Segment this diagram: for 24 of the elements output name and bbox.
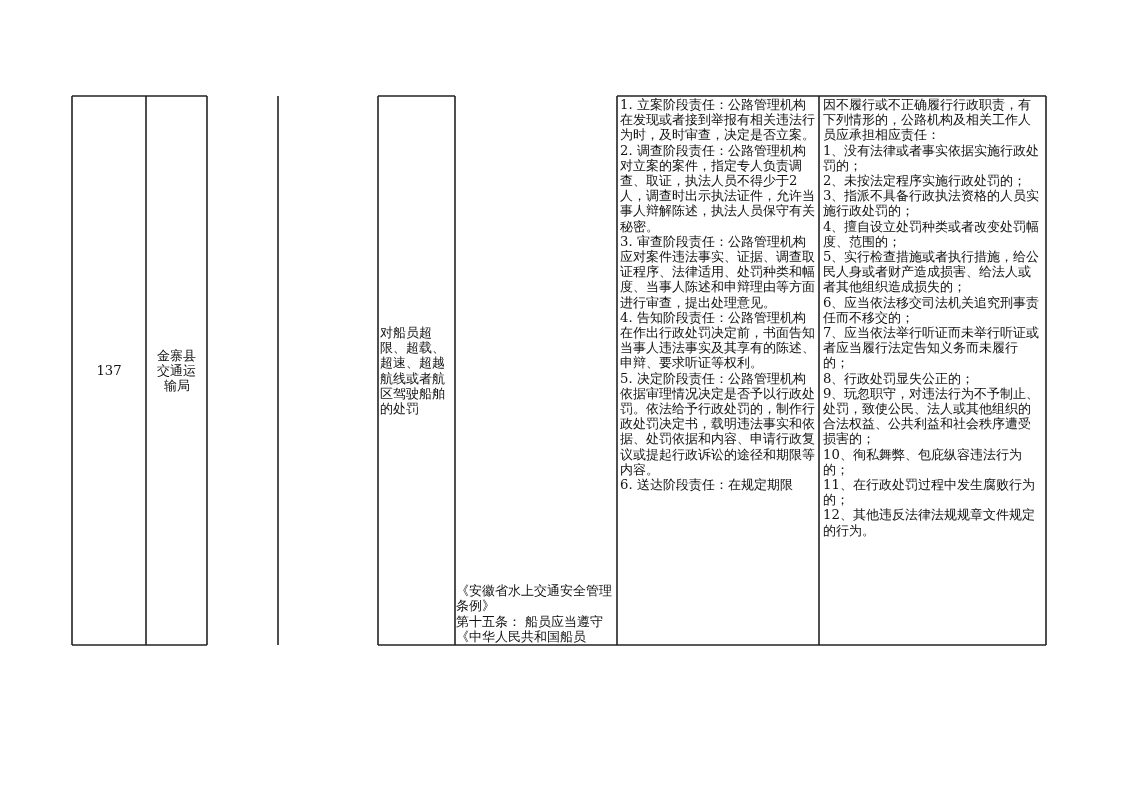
accountability-text: 8、行政处罚显失公正的； (823, 370, 976, 386)
accountability-text: 11、在行政处罚过程中发生腐败行为的； (823, 477, 1036, 508)
accountability-text: 因不履行或不正确履行行政职责，有下列情形的，公路机构及相关工作人员应承担相应责任： (823, 97, 1032, 143)
responsibility-text: 6. 送达阶段责任：在规定期限 (620, 477, 794, 493)
accountability-text: 2、未按法定程序实施行政处罚的； (823, 173, 1028, 189)
department-name: 金寨县交通运输局 (156, 347, 197, 394)
responsibility-text: 4. 告知阶段责任：公路管理机构在作出行政处罚决定前，书面告知当事人违法事实及其享有的陈述、申辩、要求听证等权利。 (620, 309, 816, 371)
responsibility-text: 3. 审查阶段责任：公路管理机构应对案件违法事实、证据、调查取证程序、法律适用、处罚种类和幅度、当事人陈述和申辩理由等方面进行审查，提出处理意见。 (620, 233, 816, 310)
accountability-text: 7、应当依法举行听证而未举行听证或者应当履行法定告知义务而未履行的； (823, 325, 1041, 371)
item-name: 对船员超限、超载、超速、超越航线或者航区驾驶船舶的处罚 (380, 324, 446, 417)
legal-basis-text: 《安徽省水上交通安全管理条例》 (456, 583, 613, 614)
responsibility-text: 1. 立案阶段责任：公路管理机构在发现或者接到举报有相关违法行为时，及时审查，决定是否立案。 (620, 97, 816, 143)
accountability-text: 3、指派不具备行政执法资格的人员实施行政处罚的； (823, 188, 1041, 219)
legal-basis-text: 第十五条： 船员应当遵守《中华人民共和国船员 (456, 613, 605, 644)
accountability-text: 10、徇私舞弊、包庇纵容违法行为的； (823, 446, 1023, 478)
accountability-text: 5、实行检查措施或者执行措施，给公民人身或者财产造成损害、给法人或者其他组织造成损失的； (823, 249, 1041, 295)
responsibility-text: 2. 调查阶段责任：公路管理机构对立案的案件，指定专人负责调查、取证，执法人员不得少于2人，调查时出示执法证件，允许当事人辩解陈述，执法人员保守有关秘密。 (620, 142, 816, 234)
accountability-text: 6、应当依法移交司法机关追究刑事责任而不移交的； (823, 294, 1041, 326)
accountability-text: 9、玩忽职守，对违法行为不予制止、处罚，致使公民、法人或其他组织的合法权益、公共利益和社会秩序遭受损害的； (823, 385, 1041, 447)
accountability-text: 12、其他违反法律法规规章文件规定的行为。 (823, 507, 1036, 538)
accountability-text: 4、擅自设立处罚种类或者改变处罚幅度、范围的； (823, 218, 1041, 250)
row-number: 137 (95, 362, 123, 379)
accountability-text: 1、没有法律或者事实依据实施行政处罚的； (823, 142, 1041, 173)
responsibility-text: 5. 决定阶段责任：公路管理机构依据审理情况决定是否予以行政处罚。依法给予行政处罚的，制作行政处罚决定书，载明违法事实和依据、处罚依据和内容、申请行政复议或提起行政诉讼的途径和期限等内容。 (620, 370, 816, 478)
